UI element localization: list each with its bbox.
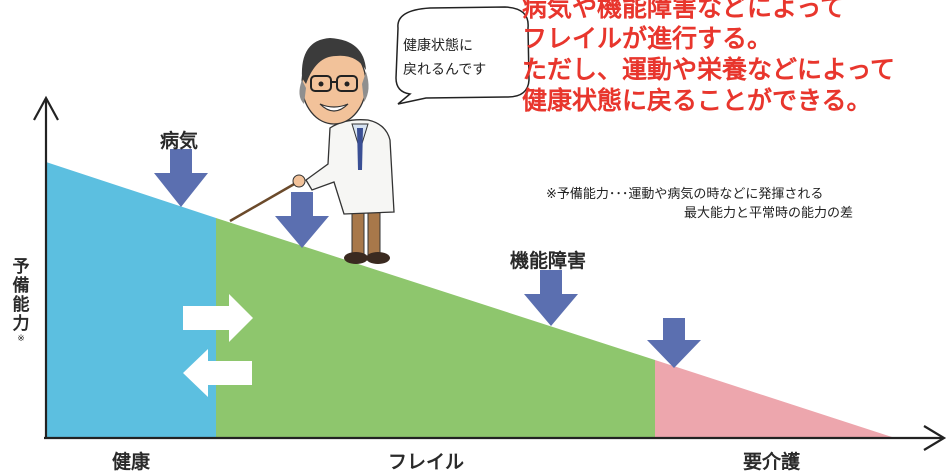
speech-bubble-text: 健康状態に 戻れるんです xyxy=(403,34,486,82)
down-arrow-icon xyxy=(647,318,701,368)
zone-frailty-area xyxy=(216,218,655,438)
zone-label-care: 要介護 xyxy=(743,451,801,473)
zone-healthy-area xyxy=(46,162,216,438)
footnote-line: 最大能力と平常時の能力の差 xyxy=(684,206,854,221)
headline-line: 病気や機能障害などによって xyxy=(522,0,846,22)
headline: 病気や機能障害などによって フレイルが進行する。 ただし、運動や栄養などによって… xyxy=(522,0,948,116)
left-arrow-icon xyxy=(183,349,252,397)
zone-care-area xyxy=(655,360,895,438)
footnote: ※予備能力･･･運動や病気の時などに発揮される 最大能力と平常時の能力の差 xyxy=(546,185,853,223)
zone-label-healthy: 健康 xyxy=(112,451,151,473)
x-axis xyxy=(44,425,947,451)
right-arrow-icon xyxy=(183,294,253,342)
speech-bubble-line: 戻れるんです xyxy=(403,62,487,78)
down-arrow-icon xyxy=(524,270,578,326)
down-arrow-icon xyxy=(275,192,329,248)
speech-bubble xyxy=(395,6,530,105)
headline-line: 健康状態に戻ることができる。 xyxy=(522,86,872,115)
pointer-stick xyxy=(229,181,297,223)
event-label-disability: 機能障害 xyxy=(510,250,587,272)
doctor-illustration xyxy=(229,38,395,264)
y-axis xyxy=(33,95,59,438)
headline-line: フレイルが進行する。 xyxy=(522,24,773,53)
y-axis-label-text: 予備能力 xyxy=(12,257,30,334)
event-label-illness: 病気 xyxy=(160,130,199,152)
headline-line: ただし、運動や栄養などによって xyxy=(522,55,896,84)
footnote-line: ※予備能力･･･運動や病気の時などに発揮される xyxy=(546,187,824,202)
down-arrow-icon xyxy=(154,149,208,207)
zone-label-frailty: フレイル xyxy=(388,451,465,473)
speech-bubble-line: 健康状態に xyxy=(403,38,473,54)
y-axis-label-mark: ※ xyxy=(17,334,25,344)
y-axis-label: 予備能力 ※ xyxy=(10,257,32,345)
